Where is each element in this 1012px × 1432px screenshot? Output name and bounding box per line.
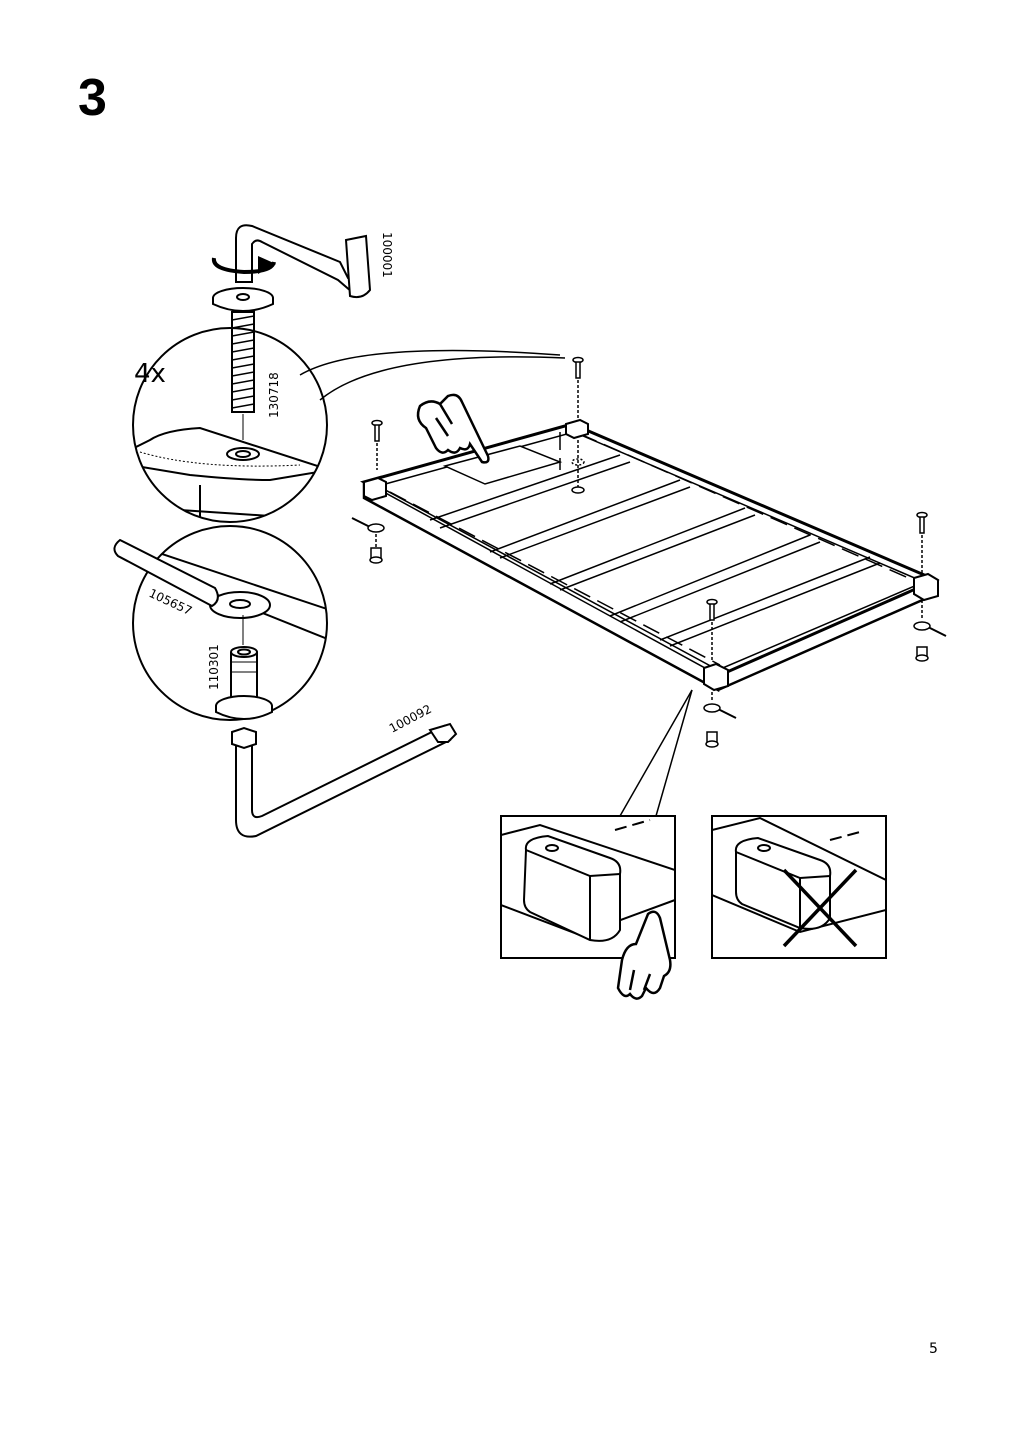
barrel-nut [215,615,273,720]
bed-frame [360,418,940,693]
quantity-label: 4x [134,359,166,389]
step-number: 3 [78,69,107,127]
part-label-bolt: 130718 [267,372,281,418]
cross-mark-icon [782,868,858,948]
detail-circle-top [132,327,566,523]
rotate-arrow-icon [211,256,276,275]
bolt [212,287,274,440]
part-label-hex-key-bottom: 100092 [387,702,434,736]
hand-pointing-icon [616,910,672,1000]
part-label-barrel-nut: 110301 [207,644,221,690]
page-number: 5 [929,1341,938,1357]
hand-pointing-icon [416,393,490,464]
washer-rod [113,538,219,608]
detail-leader [619,689,693,817]
detail-box-correct [500,815,676,959]
detail-box-incorrect [711,815,887,959]
hex-key-bottom [231,722,458,838]
frame-bolts [351,356,947,748]
part-label-hex-key-top: 100001 [380,232,394,278]
hex-key-top [235,224,372,299]
